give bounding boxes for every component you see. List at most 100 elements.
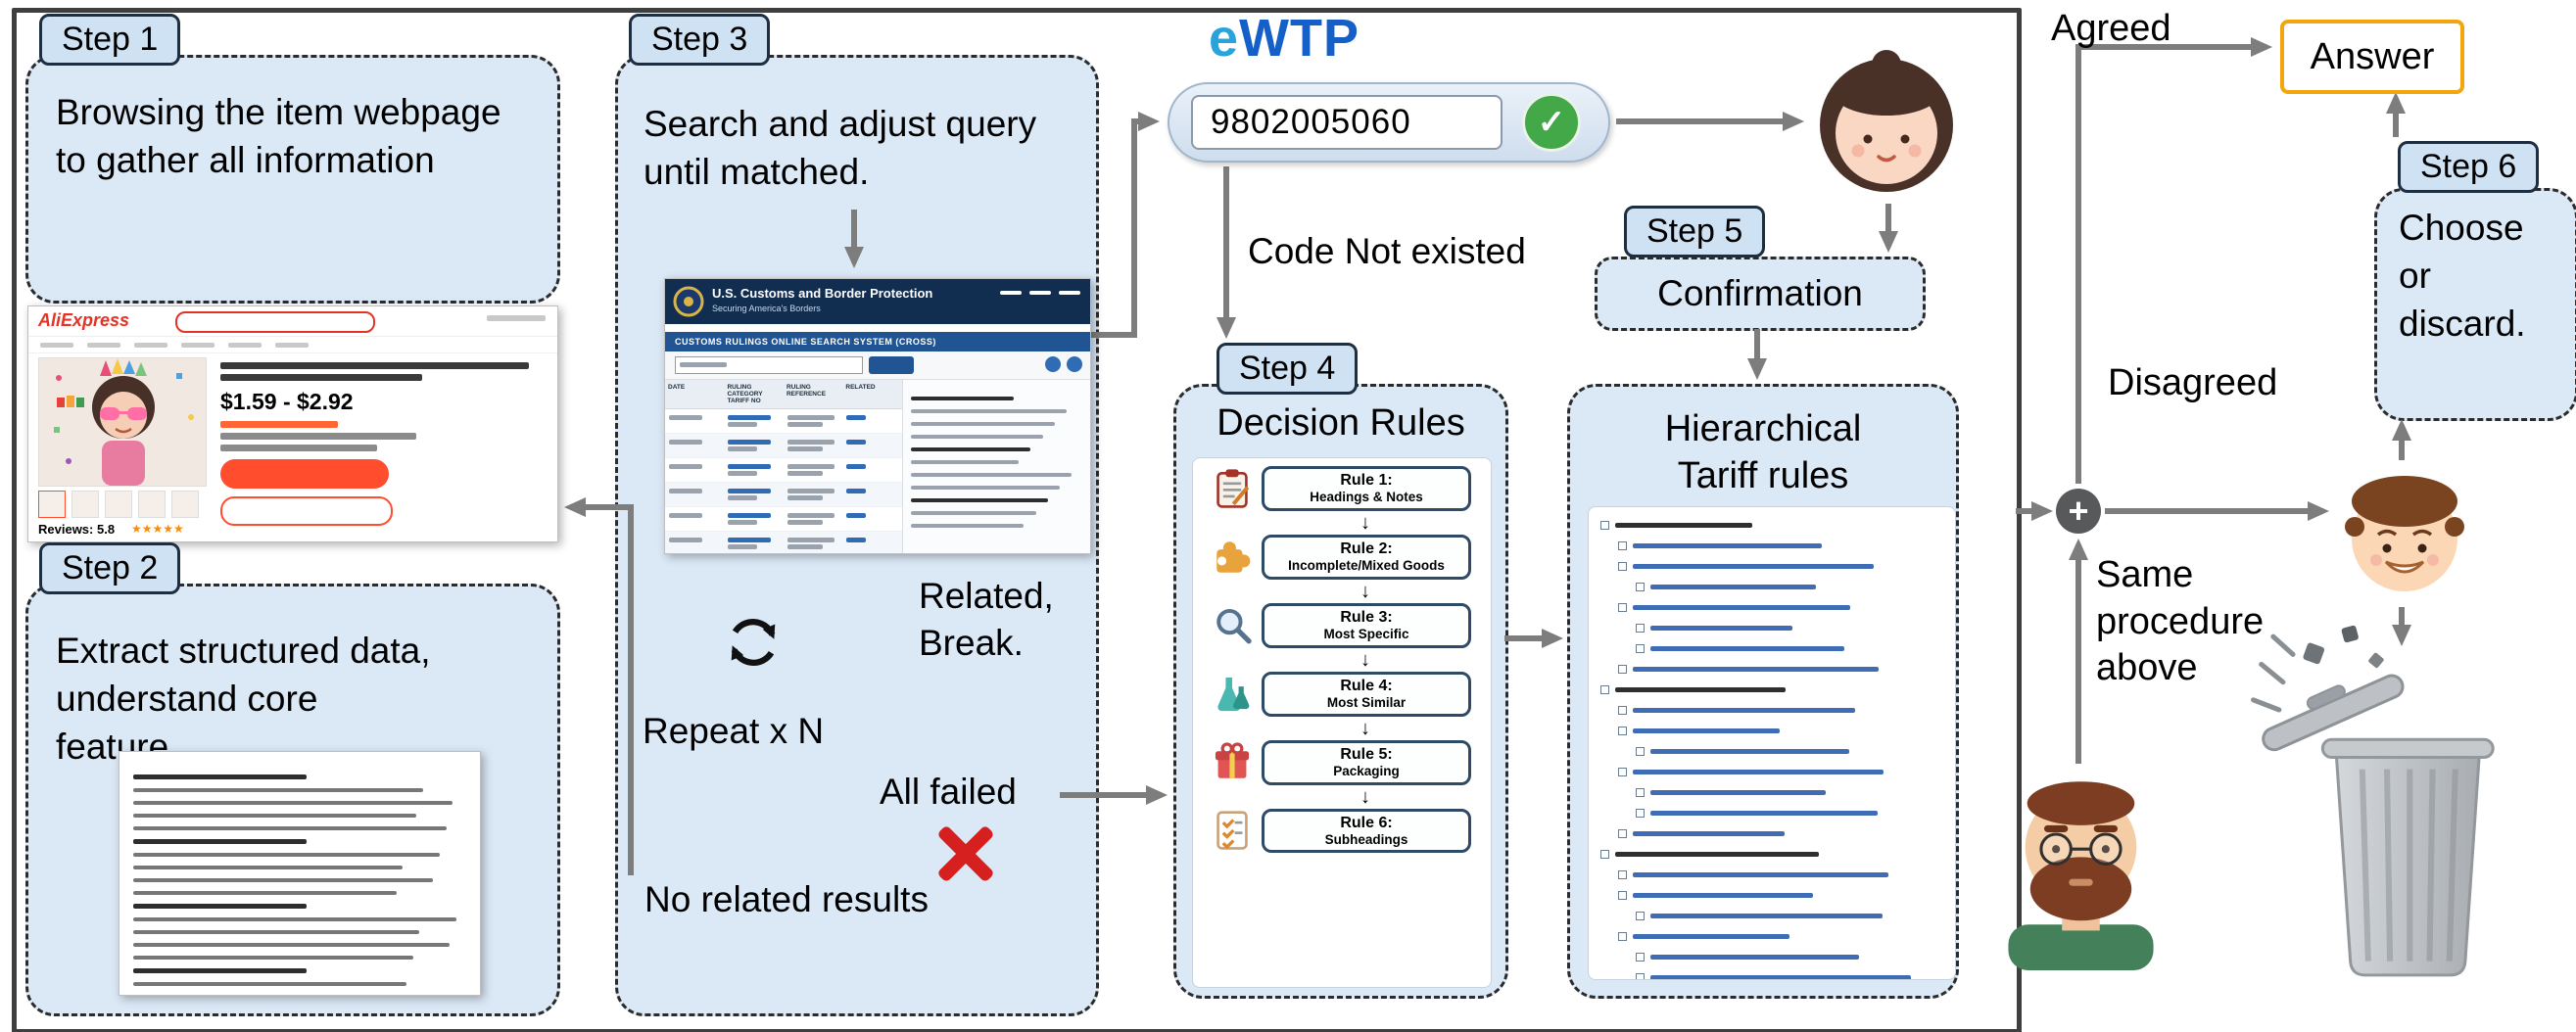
aliexpress-nav[interactable]	[28, 337, 557, 353]
tree-expand-icon[interactable]	[1618, 870, 1627, 879]
tariff-line[interactable]	[1636, 809, 1947, 818]
tariff-line[interactable]	[1636, 973, 1947, 979]
tree-expand-icon[interactable]	[1618, 665, 1627, 674]
star-rating-icon: ★★★★★	[131, 522, 184, 536]
tariff-line[interactable]	[1618, 891, 1947, 900]
decision-rules-title: Decision Rules	[1216, 402, 1465, 444]
detail-text-line	[910, 435, 1043, 439]
red-x-icon	[929, 817, 1003, 896]
aliexpress-search-input[interactable]	[175, 311, 375, 333]
tree-expand-icon[interactable]	[1600, 850, 1609, 859]
aliexpress-header: AliExpress	[28, 306, 557, 337]
add-to-cart-button[interactable]	[220, 496, 393, 526]
ruling-row[interactable]	[665, 483, 902, 507]
ruling-row[interactable]	[665, 409, 902, 434]
tariff-line[interactable]	[1618, 603, 1947, 612]
tree-expand-icon[interactable]	[1636, 788, 1645, 797]
tree-expand-icon[interactable]	[1618, 562, 1627, 571]
pdf-button[interactable]	[1045, 356, 1061, 372]
doc-text-line	[133, 982, 406, 986]
doc-text-line	[133, 853, 440, 857]
tree-expand-icon[interactable]	[1618, 891, 1627, 900]
tree-expand-icon[interactable]	[1600, 685, 1609, 694]
cross-search-button[interactable]	[869, 356, 914, 374]
tariff-line[interactable]	[1636, 953, 1947, 962]
tariff-line[interactable]	[1618, 706, 1947, 715]
clipboard-icon	[1213, 468, 1252, 509]
tree-expand-icon[interactable]	[1618, 829, 1627, 838]
confirmation-title: Confirmation	[1657, 272, 1863, 313]
document-text	[119, 752, 480, 995]
related-label-1: Related,	[919, 576, 1054, 616]
tariff-rules-box: Hierarchical Tariff rules	[1567, 384, 1959, 999]
tariff-line[interactable]	[1636, 747, 1947, 756]
tariff-line[interactable]	[1636, 788, 1947, 797]
rule-node: Rule 4:Most Similar	[1262, 671, 1471, 717]
tariff-panel	[1588, 506, 1956, 980]
tariff-line[interactable]	[1618, 829, 1947, 838]
product-photo	[38, 357, 207, 487]
step3-tab: Step 3	[629, 14, 771, 66]
tree-expand-icon[interactable]	[1618, 727, 1627, 735]
rule-row: Rule 3:Most Specific	[1193, 602, 1491, 648]
column-header: RULING REFERENCE	[786, 384, 827, 398]
tree-expand-icon[interactable]	[1636, 953, 1645, 962]
print-button[interactable]	[1067, 356, 1082, 372]
tariff-line[interactable]	[1636, 912, 1947, 920]
down-arrow-icon: ↓	[1360, 785, 1370, 808]
rule-node: Rule 6:Subheadings	[1262, 808, 1471, 854]
tree-expand-icon[interactable]	[1636, 624, 1645, 633]
ruling-row[interactable]	[665, 532, 902, 553]
step3-text: Search and adjust query until matched.	[644, 104, 1037, 192]
answer-box: Answer	[2280, 20, 2464, 94]
cbp-subtitle: Securing America's Borders	[712, 304, 821, 313]
hts-code-input[interactable]: 9802005060	[1191, 95, 1503, 150]
rule-row: Rule 6:Subheadings	[1193, 808, 1491, 854]
tariff-line[interactable]	[1618, 727, 1947, 735]
tree-expand-icon[interactable]	[1636, 973, 1645, 979]
ruling-row[interactable]	[665, 507, 902, 532]
cross-search-input[interactable]	[675, 356, 863, 374]
tree-expand-icon[interactable]	[1600, 521, 1609, 530]
tariff-line[interactable]	[1636, 644, 1947, 653]
tree-expand-icon[interactable]	[1636, 644, 1645, 653]
ruling-row[interactable]	[665, 458, 902, 483]
cross-system-title: CUSTOMS RULINGS ONLINE SEARCH SYSTEM (CR…	[665, 332, 1090, 352]
thumbnail-strip[interactable]	[38, 491, 199, 518]
doc-text-line	[133, 839, 307, 844]
tree-expand-icon[interactable]	[1636, 912, 1645, 920]
tariff-line[interactable]	[1618, 870, 1947, 879]
info-line	[220, 433, 416, 440]
tariff-line[interactable]	[1636, 583, 1947, 591]
tree-expand-icon[interactable]	[1636, 583, 1645, 591]
tariff-line[interactable]	[1618, 932, 1947, 941]
tree-expand-icon[interactable]	[1636, 747, 1645, 756]
buy-now-button[interactable]	[220, 459, 389, 489]
disagreed-label: Disagreed	[2108, 362, 2278, 403]
tree-expand-icon[interactable]	[1618, 768, 1627, 776]
aliexpress-screenshot: AliExpress Reviews: 5.8 ★★★★★	[27, 305, 558, 542]
tariff-line[interactable]	[1618, 665, 1947, 674]
ruling-row[interactable]	[665, 434, 902, 458]
document-sheet	[119, 751, 481, 996]
tree-expand-icon[interactable]	[1618, 603, 1627, 612]
detail-text-line	[910, 498, 1048, 502]
all-failed-label: All failed	[880, 772, 1017, 812]
aliexpress-logo: AliExpress	[38, 310, 130, 330]
tariff-line[interactable]	[1618, 768, 1947, 776]
step1-tab: Step 1	[39, 14, 181, 66]
cbp-menu[interactable]	[1000, 291, 1080, 295]
step6-tab: Step 6	[2398, 141, 2540, 193]
tree-expand-icon[interactable]	[1618, 932, 1627, 941]
promo-line	[220, 421, 338, 428]
tariff-line[interactable]	[1618, 562, 1947, 571]
tree-expand-icon[interactable]	[1618, 706, 1627, 715]
detail-text-line	[910, 486, 1061, 490]
tariff-line[interactable]	[1618, 541, 1947, 550]
detail-text-line	[910, 422, 1055, 426]
tree-expand-icon[interactable]	[1636, 809, 1645, 818]
tree-expand-icon[interactable]	[1618, 541, 1627, 550]
aliexpress-account-icons[interactable]	[487, 315, 546, 321]
tariff-line[interactable]	[1636, 624, 1947, 633]
